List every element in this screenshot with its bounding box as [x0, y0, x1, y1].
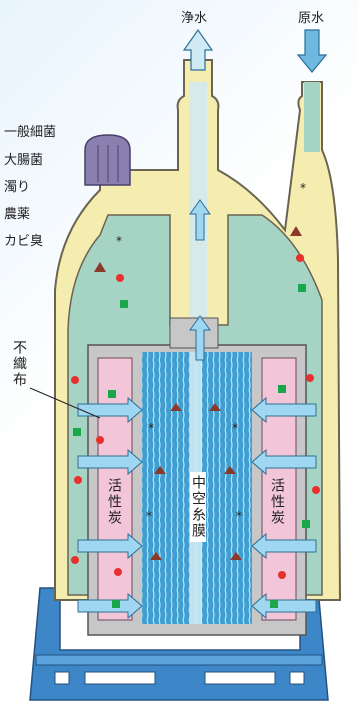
contaminant-label: カビ臭 — [4, 234, 44, 249]
hollow-fiber-label: 中空糸膜 — [190, 472, 206, 542]
svg-text:*: * — [148, 421, 154, 435]
contaminant-particles: * * * * * * — [71, 181, 320, 608]
activated-carbon-left — [97, 357, 133, 621]
svg-text:*: * — [232, 421, 238, 435]
top-arrows — [182, 28, 328, 73]
clean-water-label: 浄水 — [181, 11, 208, 26]
cap-knob — [84, 134, 131, 186]
contaminant-label: 大腸菌 — [4, 153, 44, 168]
raw-water-arrow — [296, 29, 328, 73]
svg-text:*: * — [146, 509, 152, 523]
activated-carbon-left-label: 活性炭 — [106, 478, 122, 526]
svg-text:*: * — [236, 509, 242, 523]
raw-water-pipe — [304, 82, 320, 152]
svg-text:*: * — [116, 234, 122, 248]
contaminant-label: 農薬 — [4, 207, 31, 222]
nonwoven-label: 不織布 — [11, 340, 27, 388]
raw-water-label: 原水 — [298, 11, 325, 26]
svg-text:*: * — [300, 181, 306, 195]
clean-water-arrow — [182, 28, 214, 71]
contaminant-label: 濁り — [4, 180, 31, 195]
contaminant-label: 一般細菌 — [4, 125, 57, 140]
cartridge — [87, 317, 307, 636]
activated-carbon-right-label: 活性炭 — [269, 478, 285, 526]
